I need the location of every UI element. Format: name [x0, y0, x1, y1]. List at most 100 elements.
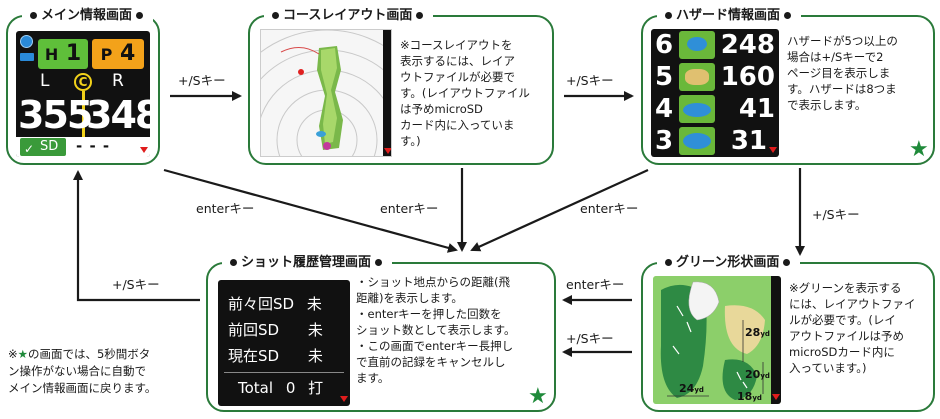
par-prefix: P	[100, 45, 113, 64]
shot-row-label: 前回SD	[228, 321, 280, 339]
shot-history-title-text: ショット履歴管理画面	[241, 255, 372, 270]
auto-return-note: ※★の画面では、5秒間ボタ ン操作がない場合に自動で メイン情報画面に戻ります。	[8, 346, 204, 397]
green-screen: 28yd 20yd 24yd 18yd	[653, 276, 781, 404]
shot-row: 前回SD 未	[228, 320, 323, 340]
main-info-screen: H 1 P 4 L C R 355 348 ✓ SD - - -	[16, 31, 150, 157]
hazard-number: 6	[655, 30, 674, 60]
course-layout-title-text: コースレイアウト画面	[283, 8, 413, 23]
note-line-1: ※★の画面では、5秒間ボタ	[8, 346, 204, 363]
next-page-marker-icon	[340, 396, 348, 402]
par-number: 4	[120, 41, 136, 66]
title-dot-icon	[272, 12, 279, 19]
desc-line: microSDカード内に	[789, 345, 895, 359]
unit-label: yd	[760, 372, 770, 380]
label-shot-to-main: +/Sキー	[112, 277, 160, 292]
desc-line: ページ目を表示しま	[787, 66, 891, 80]
hazard-screen: 6 248 5 160 4 41 3 31	[651, 29, 779, 157]
shot-row-label: 前々回SD	[228, 295, 295, 313]
unit-label: yd	[760, 330, 770, 338]
center-label: C	[74, 73, 92, 91]
desc-line: ※コースレイアウトを	[400, 38, 513, 52]
shot-history-description: ・ショット地点からの距離(飛 距離)を表示します。 ・enterキーを押した回数…	[356, 274, 552, 386]
hole-box: H 1	[38, 39, 88, 69]
bottom-bar: ✓ SD - - -	[16, 137, 150, 157]
hazard-row: 6	[651, 29, 757, 61]
hazard-image-icon	[679, 95, 715, 123]
next-page-marker-icon	[140, 147, 148, 153]
label-hazard-to-green: +/Sキー	[812, 207, 860, 222]
unit-label: yd	[694, 386, 704, 394]
desc-line: す。(レイアウトファイル	[400, 86, 530, 100]
label-course-enter: enterキー	[380, 201, 439, 216]
green-map-graphic	[653, 276, 781, 404]
battery-icon	[20, 53, 34, 61]
green-distance-3-value: 24	[679, 382, 695, 395]
green-shape-panel: グリーン形状画面 28yd 20yd 24yd 18yd ※グリーンを表示する	[641, 253, 935, 412]
label-hazard-enter: enterキー	[580, 201, 639, 216]
desc-line: ※グリーンを表示する	[789, 281, 902, 295]
desc-line: す。ハザードは8つま	[787, 82, 897, 96]
total-unit: 打	[308, 379, 324, 397]
hazard-distance: 31	[730, 126, 767, 156]
shot-row: 現在SD 未	[228, 346, 323, 366]
desc-line: ハザードが5つ以上の	[787, 34, 898, 48]
desc-line: ・enterキーを押した回数を	[356, 307, 502, 321]
hole-number: 1	[65, 41, 82, 66]
desc-line: す。)	[400, 134, 421, 148]
hazard-info-title: ハザード情報画面	[657, 6, 802, 26]
shot-row-label: 現在SD	[228, 347, 280, 365]
title-dot-icon	[665, 259, 672, 266]
unit-label: yd	[752, 394, 762, 402]
label-course-to-hazard: +/Sキー	[566, 73, 614, 88]
green-distance-3: 24yd	[679, 382, 704, 395]
hazard-image-icon	[679, 31, 715, 59]
hazard-distance: 160	[720, 62, 775, 92]
center-divider	[82, 91, 85, 137]
title-dot-icon	[136, 12, 144, 19]
desc-line: アウトファイルは予め	[789, 329, 904, 343]
course-layout-screen	[260, 29, 392, 157]
title-dot-icon	[416, 12, 424, 19]
title-dot-icon	[665, 12, 672, 19]
green-shape-title: グリーン形状画面	[657, 253, 801, 273]
hole-prefix: H	[44, 45, 59, 64]
title-dot-icon	[230, 259, 237, 266]
left-label: L	[40, 71, 50, 91]
hazard-info-title-text: ハザード情報画面	[676, 8, 781, 23]
sd-label: SD	[40, 139, 59, 154]
label-main-to-course: +/Sキー	[178, 73, 226, 88]
green-distance-4: 18yd	[737, 390, 762, 403]
main-info-title: メイン情報画面	[22, 6, 154, 26]
hazard-row: 5	[651, 61, 757, 93]
desc-line: は予めmicroSD	[400, 102, 483, 116]
label-main-enter: enterキー	[196, 201, 255, 216]
shot-history-screen: 前々回SD 未 前回SD 未 現在SD 未 Total 0 打	[218, 280, 350, 406]
right-distance: 348	[86, 93, 150, 137]
note-prefix: ※	[8, 347, 18, 361]
green-shape-description: ※グリーンを表示する には、レイアウトファイ ルが必要です。(レイ アウトファイ…	[789, 280, 933, 376]
hazard-image-icon	[679, 63, 715, 91]
shot-row-value: 未	[306, 295, 322, 313]
hazard-distance: 41	[738, 94, 775, 124]
total-divider	[224, 372, 344, 373]
star-icon: ★	[909, 137, 929, 162]
hazard-description: ハザードが5つ以上の 場合は+/Sキーで2 ページ目を表示しま す。ハザードは8…	[787, 33, 931, 113]
green-shape-title-text: グリーン形状画面	[676, 255, 780, 270]
title-dot-icon	[30, 12, 37, 19]
green-distance-4-value: 18	[737, 390, 753, 403]
hazard-info-panel: ハザード情報画面 6 248 5 160 4 41 3 31 ハザードが5つ以上…	[641, 6, 935, 165]
left-distance: 355	[18, 93, 93, 137]
course-layout-description: ※コースレイアウトを 表示するには、レイア ウトファイルが必要で す。(レイアウ…	[400, 37, 550, 149]
label-green-back: +/Sキー	[566, 331, 614, 346]
shot-history-panel: ショット履歴管理画面 前々回SD 未 前回SD 未 現在SD 未 Total 0…	[206, 253, 556, 412]
desc-line: 表示するには、レイア	[400, 54, 515, 68]
hazard-distance: 248	[720, 30, 775, 60]
course-layout-title: コースレイアウト画面	[264, 6, 434, 26]
main-info-panel: メイン情報画面 H 1 P 4 L C R 355 348 ✓ SD - - -	[6, 6, 160, 165]
next-page-marker-icon	[769, 147, 777, 153]
label-green-enter: enterキー	[566, 277, 625, 292]
star-icon: ★	[528, 384, 548, 409]
hazard-row: 3	[651, 125, 757, 157]
title-dot-icon	[783, 259, 791, 266]
desc-line: には、レイアウトファイ	[789, 297, 916, 311]
